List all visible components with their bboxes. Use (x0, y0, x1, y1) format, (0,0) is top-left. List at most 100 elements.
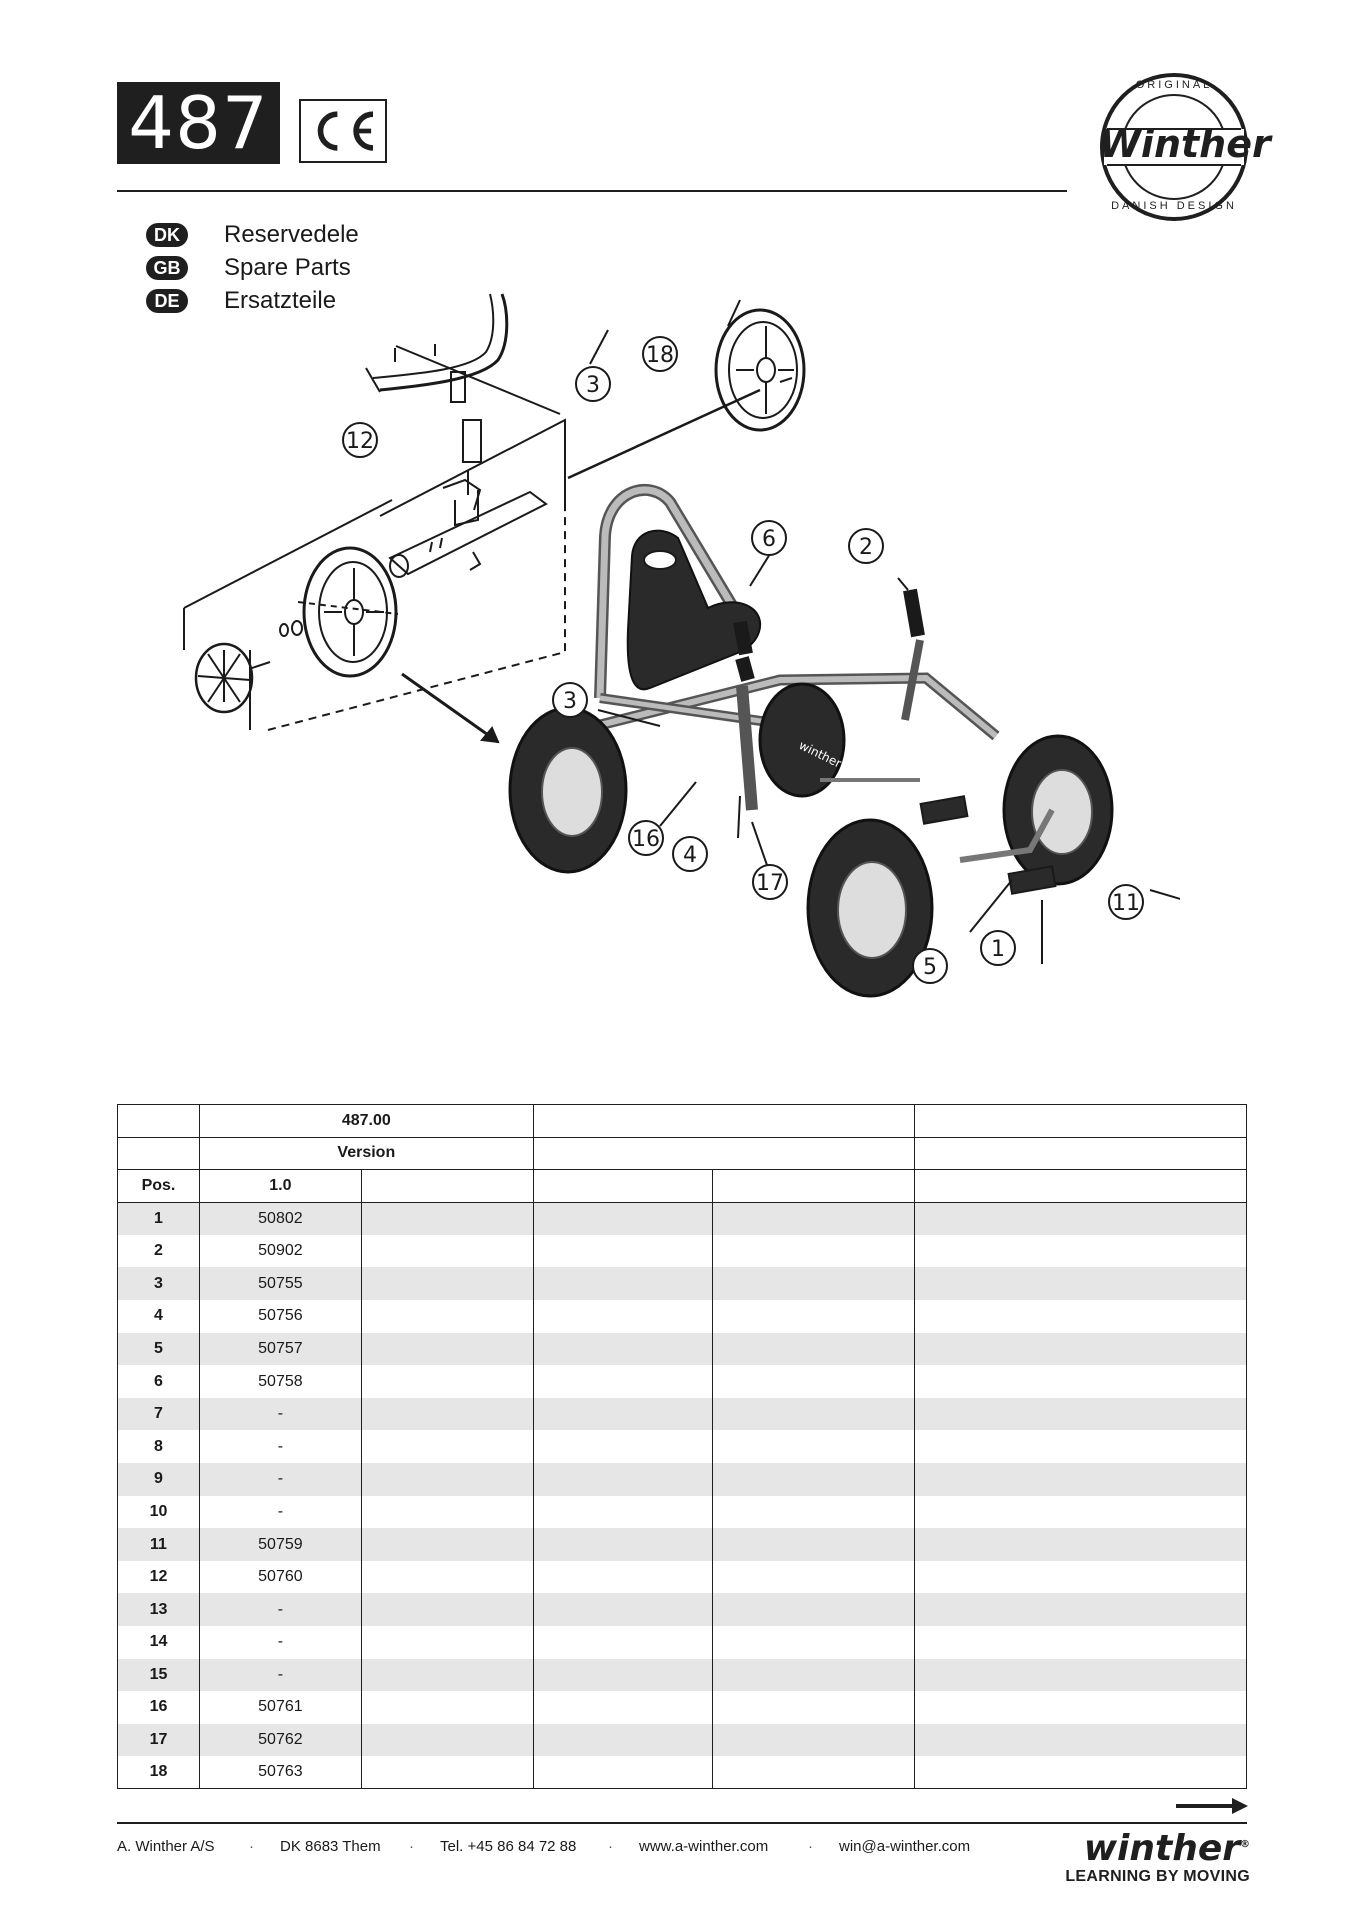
footer-company: A. Winther A/S (117, 1838, 215, 1855)
empty-cell (914, 1267, 1247, 1301)
empty-cell (914, 1300, 1247, 1333)
empty-cell (532, 1332, 714, 1366)
language-label: Reservedele (224, 220, 359, 248)
footer-divider (117, 1822, 1247, 1824)
table-header-row: Pos. 1.0 (117, 1169, 1247, 1203)
empty-cell (712, 1300, 916, 1333)
empty-cell (532, 1397, 714, 1431)
exploded-parts-diagram: winther 18 3 12 6 2 3 16 4 17 11 5 1 (183, 293, 1180, 998)
footer-phone: Tel. +45 86 84 72 88 (440, 1838, 577, 1855)
footer-address: DK 8683 Them (280, 1838, 381, 1855)
table-row: 14- (117, 1626, 1247, 1659)
empty-cell (914, 1658, 1247, 1692)
empty-cell (532, 1723, 714, 1757)
empty-cell (532, 1495, 714, 1529)
empty-cell (712, 1365, 916, 1398)
callout-3-lower: 3 (552, 682, 588, 718)
next-page-arrow-icon (1176, 1798, 1248, 1814)
empty-cell (712, 1658, 916, 1692)
empty-cell (360, 1560, 534, 1594)
empty-cell (712, 1626, 916, 1659)
empty-cell (360, 1691, 534, 1724)
callout-18: 18 (642, 336, 678, 372)
logo-ring-bottom-text: DANISH DESIGN (1111, 200, 1237, 212)
svg-text:12: 12 (346, 429, 374, 454)
empty-cell (360, 1723, 534, 1757)
empty-cell (712, 1593, 916, 1626)
empty-cell (914, 1495, 1247, 1529)
part-number-cell: 50756 (198, 1300, 362, 1333)
winther-brand-logo: winther® LEARNING BY MOVING (1050, 1826, 1250, 1886)
table-row: 8- (117, 1430, 1247, 1464)
empty-cell (914, 1560, 1247, 1594)
empty-cell (914, 1365, 1247, 1398)
header-divider (117, 190, 1067, 192)
brand-tagline: LEARNING BY MOVING (1065, 1868, 1250, 1885)
part-number-cell: - (198, 1397, 362, 1431)
empty-cell (712, 1463, 916, 1496)
footer-separator: · (409, 1838, 414, 1855)
language-label: Spare Parts (224, 253, 351, 281)
version-value-cell: 1.0 (198, 1169, 362, 1203)
empty-cell (532, 1300, 714, 1333)
pos-cell: 5 (117, 1332, 200, 1366)
pos-cell: 17 (117, 1723, 200, 1757)
winther-original-logo: ORIGINAL Winther DANISH DESIGN (1099, 72, 1271, 222)
callout-4: 4 (672, 836, 708, 872)
callout-3: 3 (575, 366, 611, 402)
table-row: 15- (117, 1658, 1247, 1692)
part-number-cell: 50755 (198, 1267, 362, 1301)
part-number-cell: 50763 (198, 1756, 362, 1790)
part-number-cell: 50761 (198, 1691, 362, 1724)
empty-cell (914, 1593, 1247, 1626)
empty-cell (712, 1756, 916, 1790)
empty-cell (532, 1430, 714, 1464)
svg-text:18: 18 (646, 343, 674, 368)
empty-cell (914, 1723, 1247, 1757)
pos-cell: 6 (117, 1365, 200, 1398)
empty-cell (360, 1495, 534, 1529)
table-row: 9- (117, 1463, 1247, 1496)
svg-text:4: 4 (683, 843, 697, 868)
empty-cell (360, 1365, 534, 1398)
pos-cell: 2 (117, 1234, 200, 1268)
version-header-cell: Version (198, 1136, 534, 1171)
logo-name: Winther (1099, 122, 1271, 166)
part-number-cell: - (198, 1658, 362, 1692)
footer-email-link[interactable]: win@a-winther.com (839, 1838, 971, 1855)
footer-separator: · (808, 1838, 813, 1855)
callout-5: 5 (912, 948, 948, 984)
footer-website-link[interactable]: www.a-winther.com (639, 1838, 769, 1855)
empty-cell (914, 1756, 1247, 1790)
logo-ring-top-text: ORIGINAL (1135, 79, 1213, 91)
pos-cell: 13 (117, 1593, 200, 1626)
ce-mark-icon (299, 99, 387, 163)
part-number-cell: - (198, 1626, 362, 1659)
part-number-cell: 50758 (198, 1365, 362, 1398)
svg-text:3: 3 (586, 373, 600, 398)
pos-cell: 15 (117, 1658, 200, 1692)
svg-text:16: 16 (632, 827, 660, 852)
empty-cell (532, 1593, 714, 1626)
empty-cell (360, 1397, 534, 1431)
language-code-badge: DE (146, 288, 188, 313)
empty-cell (712, 1267, 916, 1301)
empty-cell (712, 1560, 916, 1594)
empty-cell (360, 1593, 534, 1626)
empty-cell (532, 1267, 714, 1301)
empty-cell (712, 1430, 916, 1464)
table-row: 10- (117, 1495, 1247, 1529)
empty-cell (532, 1528, 714, 1561)
empty-cell (712, 1691, 916, 1724)
pos-cell: 10 (117, 1495, 200, 1529)
table-row: 13- (117, 1593, 1247, 1626)
language-code-badge: DK (146, 222, 188, 247)
empty-cell (914, 1626, 1247, 1659)
brand-name: winther (1083, 1828, 1240, 1869)
